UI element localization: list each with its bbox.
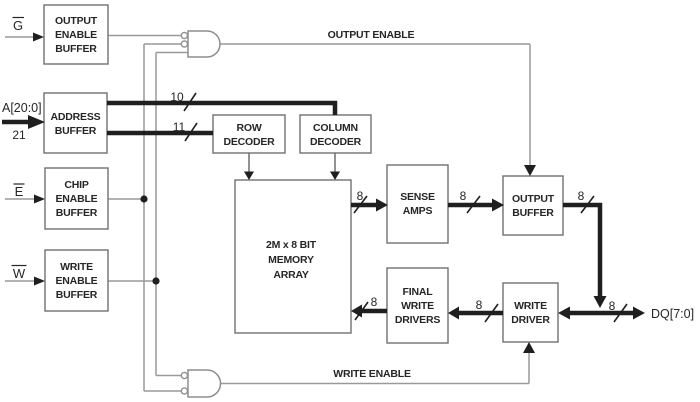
bus-width-8: 8 — [476, 298, 483, 312]
block-label: 2M x 8 BIT — [266, 239, 317, 251]
arrow-to-senseamps — [376, 198, 388, 212]
gate-bubble — [180, 40, 189, 48]
slash-8 — [613, 303, 628, 323]
block-label: BUFFER — [512, 207, 554, 219]
arrow-w-input — [34, 276, 45, 286]
block-label: ARRAY — [273, 269, 309, 281]
output-enable-and-gate — [187, 30, 221, 58]
junction-write-enable — [152, 277, 160, 285]
slash-8 — [466, 195, 481, 214]
block-row-decoder — [212, 114, 286, 154]
block-label: ENABLE — [55, 29, 97, 41]
block-label: DRIVER — [511, 314, 550, 326]
bus-width-10: 10 — [170, 90, 184, 104]
block-memory-array — [234, 179, 352, 334]
block-label: WRITE — [401, 300, 434, 312]
slash-8 — [580, 195, 595, 214]
block-label: ENABLE — [56, 275, 98, 287]
gate-bubble — [180, 371, 189, 380]
bus-width-labels: 10 11 8 8 8 8 8 8 — [170, 90, 615, 313]
write-enable-and-gate — [187, 369, 222, 398]
block-label: OUTPUT — [55, 15, 98, 27]
bus-width-8: 8 — [371, 295, 378, 309]
arrow-to-memoryarray — [351, 304, 362, 318]
pin-e-label: E — [15, 184, 24, 199]
bus-outputbuffer-to-dq — [563, 202, 603, 298]
block-labels: OUTPUT ENABLE BUFFER ADDRESS BUFFER CHIP… — [51, 15, 555, 326]
block-label: WRITE — [60, 261, 93, 273]
gate-bubble — [180, 31, 189, 40]
block-output-buffer — [502, 175, 564, 236]
arrow-coldecoder-down — [330, 171, 340, 180]
block-label: DECODER — [310, 136, 362, 148]
arrow-outputbuffer-to-dqline — [593, 296, 607, 308]
block-final-write-drivers — [386, 267, 449, 344]
arrow-to-dq-pin — [633, 306, 645, 320]
block-label: OUTPUT — [512, 193, 555, 205]
address-width-label: 21 — [12, 128, 26, 142]
bus-width-11: 11 — [173, 120, 186, 134]
block-label: WRITE — [514, 300, 547, 312]
block-label: ENABLE — [56, 193, 98, 205]
block-write-enable-buffer — [44, 249, 109, 312]
pin-w-label: W — [13, 266, 26, 281]
arrow-output-enable-down — [524, 165, 536, 176]
block-label: CHIP — [64, 179, 88, 191]
arrow-rowdecoder-down — [244, 171, 254, 180]
pin-g-label: G — [13, 18, 23, 33]
block-label: COLUMN — [313, 122, 358, 134]
block-label: BUFFER — [56, 289, 98, 301]
bus-address-10 — [107, 100, 338, 115]
buses — [2, 100, 636, 316]
block-label: FINAL — [403, 286, 434, 298]
block-sense-amps — [386, 164, 449, 244]
block-label: DECODER — [223, 136, 275, 148]
junction-chip-enable — [140, 195, 148, 203]
arrow-to-outputbuffer — [492, 198, 504, 212]
block-label: AMPS — [403, 205, 433, 217]
output-enable-net-label: OUTPUT ENABLE — [328, 29, 415, 41]
arrow-g-input — [33, 32, 44, 42]
block-chip-enable-buffer — [44, 167, 109, 230]
block-write-driver — [502, 282, 559, 343]
slash-10 — [183, 92, 197, 112]
slash-8 — [484, 303, 499, 323]
write-enable-net-label: WRITE ENABLE — [333, 368, 411, 380]
bus-width-8: 8 — [609, 299, 616, 313]
block-label: MEMORY — [268, 254, 314, 266]
gate-bubble — [180, 387, 189, 395]
blocks — [43, 4, 564, 344]
block-column-decoder — [299, 114, 372, 154]
bus-width-8: 8 — [578, 189, 585, 203]
arrow-e-input — [34, 194, 45, 204]
slash-8 — [353, 195, 368, 214]
arrowheads — [28, 32, 645, 353]
block-label: BUFFER — [56, 207, 98, 219]
arrow-address-input — [28, 115, 45, 129]
pin-labels: G A[20:0] 21 E W DQ[7:0] — [2, 16, 694, 321]
slash-11 — [184, 122, 198, 142]
block-label: ADDRESS — [51, 111, 101, 123]
block-output-enable-buffer — [43, 4, 109, 65]
pin-dq-label: DQ[7:0] — [651, 307, 694, 321]
block-label: BUFFER — [55, 125, 97, 137]
block-label: BUFFER — [55, 43, 97, 55]
block-label: DRIVERS — [395, 314, 440, 326]
arrow-write-enable-up — [523, 342, 535, 353]
block-address-buffer — [43, 92, 108, 154]
block-label: ROW — [236, 122, 261, 134]
pin-address-label: A[20:0] — [2, 101, 42, 115]
block-label: SENSE — [400, 191, 435, 203]
arrow-to-finaldrivers — [448, 306, 459, 320]
arrow-dq-to-writedriver — [558, 306, 570, 320]
gates — [180, 30, 222, 398]
bus-width-8: 8 — [460, 189, 467, 203]
bus-width-8: 8 — [357, 189, 364, 203]
